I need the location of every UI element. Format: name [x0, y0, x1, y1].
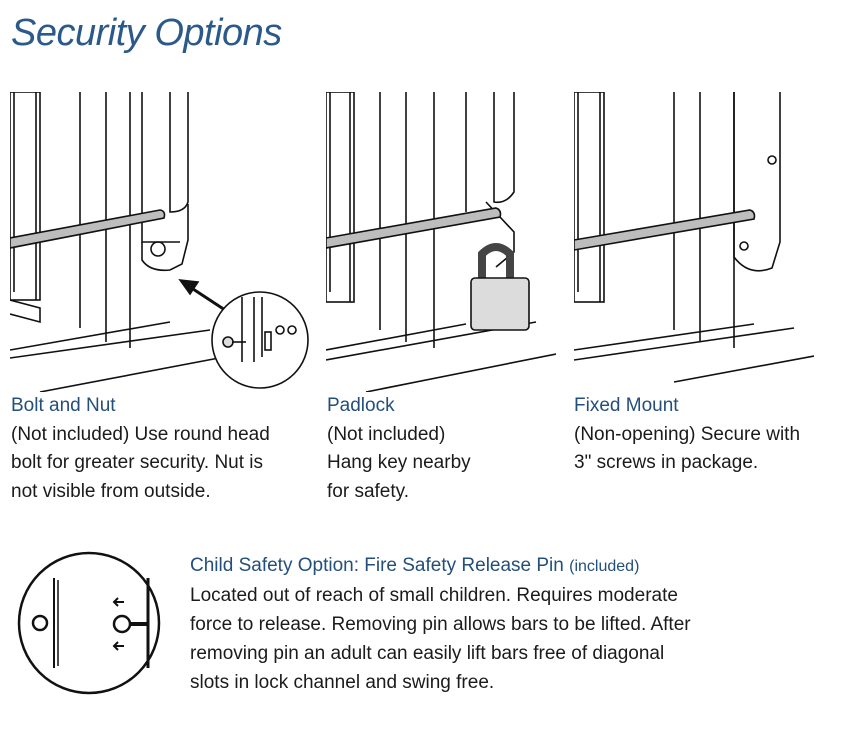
child-safety-option: Child Safety Option: Fire Safety Release…: [190, 551, 691, 697]
option-text-line: Hang key nearby: [327, 452, 471, 473]
option-heading: Padlock: [327, 395, 395, 416]
option-heading: Bolt and Nut: [11, 395, 116, 416]
option-padlock: Padlock (Not included) Hang key nearby f…: [327, 392, 471, 506]
page-title: Security Options: [11, 12, 282, 54]
option-bolt-and-nut: Bolt and Nut (Not included) Use round he…: [11, 392, 270, 506]
bolt-and-nut-illustration: [10, 92, 310, 392]
child-safety-text-line: removing pin an adult can easily lift ba…: [190, 643, 665, 664]
option-text-line: (Non-opening) Secure with: [574, 423, 801, 445]
option-text-line: (Not included) Use round head: [11, 423, 270, 445]
option-text-line: (Not included): [327, 423, 446, 445]
child-safety-text-line: slots in lock channel and swing free.: [190, 672, 495, 693]
option-heading: Fixed Mount: [574, 395, 679, 416]
child-safety-heading: Child Safety Option: Fire Safety Release…: [190, 555, 564, 576]
option-fixed-mount: Fixed Mount (Non-opening) Secure with 3"…: [574, 392, 800, 478]
option-text-line: for safety.: [327, 480, 410, 502]
child-safety-note: (included): [569, 558, 640, 575]
padlock-illustration: [326, 92, 556, 392]
option-text-line: not visible from outside.: [11, 480, 211, 502]
child-safety-text-line: Located out of reach of small children. …: [190, 585, 678, 606]
option-text-line: bolt for greater security. Nut is: [11, 452, 264, 473]
child-safety-text-line: force to release. Removing pin allows ba…: [190, 614, 691, 635]
option-text-line: 3" screws in package.: [574, 452, 759, 473]
release-pin-illustration: [14, 548, 164, 698]
fixed-mount-illustration: [574, 92, 814, 392]
